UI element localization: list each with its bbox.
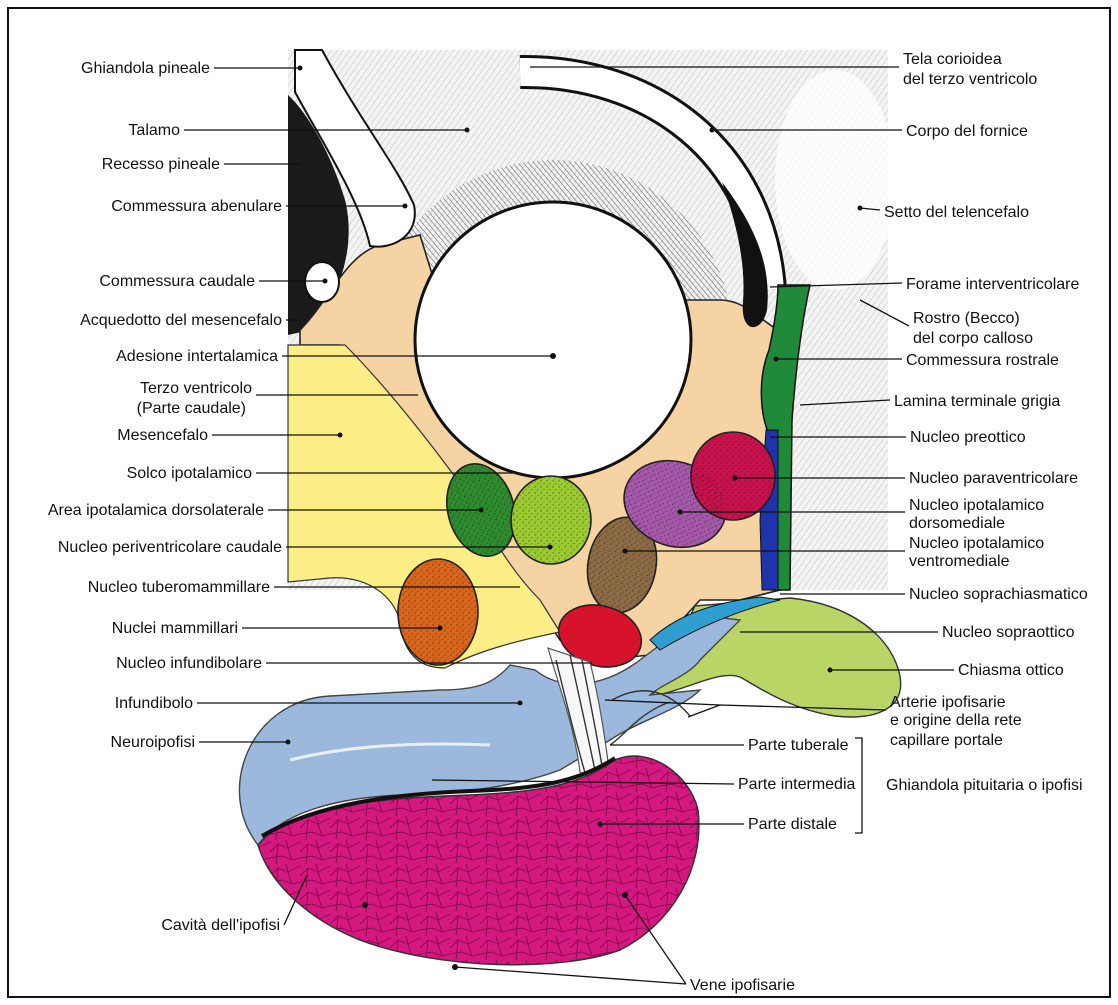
leader-dot <box>338 433 343 438</box>
leader-dot <box>733 476 738 481</box>
leader-dot <box>623 549 628 554</box>
leader-dot <box>710 128 715 133</box>
label-tuberomammillare: Nucleo tuberomammillare <box>88 579 270 596</box>
label-nucleo-infundibolare: Nucleo infundibolare <box>116 655 262 672</box>
label-terzo-ventricolo-line2: (Parte caudale) <box>137 400 246 417</box>
leader-dot <box>858 206 863 211</box>
label-periventricolare-caudale: Nucleo periventricolare caudale <box>58 539 282 556</box>
vein-dot <box>362 902 368 908</box>
label-setto-telencefalo: Setto del telencefalo <box>884 204 1029 221</box>
label-forame-interventricolare: Forame interventricolare <box>906 276 1080 293</box>
label-corpo-fornice: Corpo del fornice <box>906 123 1028 140</box>
label-soprachiasmatico: Nucleo soprachiasmatico <box>909 586 1088 603</box>
leader-dot <box>828 668 833 673</box>
label-parte-intermedia: Parte intermedia <box>738 776 855 793</box>
leader-dot <box>298 66 303 71</box>
leader-dot <box>403 204 408 209</box>
stipple-mammillary <box>398 559 478 665</box>
label-sopraottico: Nucleo sopraottico <box>942 624 1075 641</box>
leader-dot <box>465 128 470 133</box>
label-lamina-terminale: Lamina terminale grigia <box>894 393 1060 410</box>
label-arterie-line2: e origine della rete <box>890 712 1022 729</box>
label-commessura-abenulare: Commessura abenulare <box>111 198 282 215</box>
label-mesencefalo: Mesencefalo <box>117 427 208 444</box>
leader-dot <box>678 510 683 515</box>
label-nucleo-preottico: Nucleo preottico <box>910 429 1026 446</box>
label-dorsomediale-line1: Nucleo ipotalamico <box>909 497 1044 514</box>
label-commessura-rostrale: Commessura rostrale <box>906 352 1059 369</box>
label-ghiandola-pituitaria: Ghiandola pituitaria o ipofisi <box>886 777 1083 794</box>
leader-dot <box>286 740 291 745</box>
label-vene-ipofisarie: Vene ipofisarie <box>690 977 795 994</box>
label-nucleo-paraventricolare: Nucleo paraventricolare <box>909 470 1078 487</box>
label-acquedotto: Acquedotto del mesencefalo <box>80 312 282 329</box>
stipple-paraventricular <box>691 432 775 520</box>
leader-dot <box>550 353 556 359</box>
label-area-dorsolaterale: Area ipotalamica dorsolaterale <box>48 502 264 519</box>
label-ventromediale-line1: Nucleo ipotalamico <box>909 535 1044 552</box>
label-parte-distale: Parte distale <box>748 816 837 833</box>
leader-dot <box>598 822 603 827</box>
leader-dot <box>774 357 779 362</box>
label-parte-tuberale: Parte tuberale <box>748 737 849 754</box>
label-tela-corioidea-line1: Tela corioidea <box>903 51 1002 68</box>
leader-dot <box>548 545 553 550</box>
label-ghiandola-pineale: Ghiandola pineale <box>81 60 210 77</box>
septum-telencephali <box>775 70 895 290</box>
label-infundibolo: Infundibolo <box>115 695 193 712</box>
label-recesso-pineale: Recesso pineale <box>102 156 220 173</box>
leader-dot <box>323 279 328 284</box>
leader-dot <box>479 508 484 513</box>
label-arterie-line1: Arterie ipofisarie <box>890 694 1006 711</box>
label-nuclei-mammillari: Nuclei mammillari <box>112 620 238 637</box>
label-ventromediale-line2: ventromediale <box>909 553 1010 570</box>
label-terzo-ventricolo-line1: Terzo ventricolo <box>140 380 252 397</box>
label-talamo: Talamo <box>128 122 180 139</box>
label-solco-ipotalamico: Solco ipotalamico <box>127 465 253 482</box>
label-arterie-line3: capillare portale <box>890 732 1003 749</box>
label-rostro-line2: del corpo calloso <box>913 330 1033 347</box>
label-adesione-intertalamica: Adesione intertalamica <box>116 348 278 365</box>
label-chiasma-ottico: Chiasma ottico <box>958 662 1064 679</box>
stipple-periventricular <box>511 476 591 564</box>
leader-dot <box>518 701 523 706</box>
leader-dot <box>438 626 443 631</box>
label-rostro-line1: Rostro (Becco) <box>913 310 1020 327</box>
caudal-commissure <box>305 262 339 302</box>
label-tela-corioidea-line2: del terzo ventricolo <box>903 71 1037 88</box>
label-dorsomediale-line2: dorsomediale <box>909 515 1005 532</box>
interthalamic-adhesion <box>415 202 691 478</box>
label-neuroipofisi: Neuroipofisi <box>111 734 195 751</box>
label-commessura-caudale: Commessura caudale <box>99 273 255 290</box>
label-cavita-ipofisi: Cavità dell'ipofisi <box>161 917 280 934</box>
